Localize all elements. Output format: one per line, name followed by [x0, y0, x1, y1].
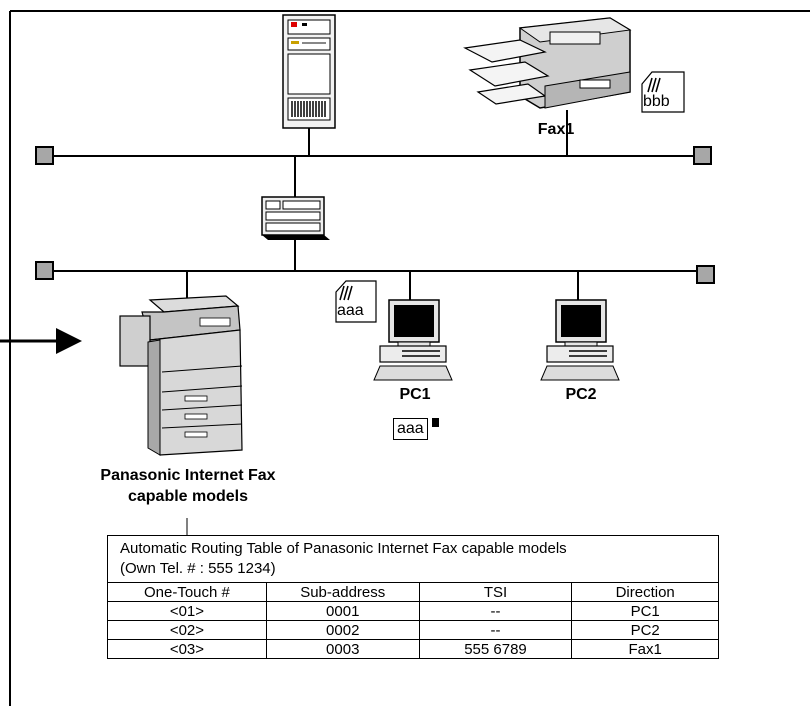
- cell-tsi: --: [418, 620, 573, 640]
- lower-right-terminator: [696, 265, 715, 284]
- header-direction: Direction: [571, 582, 719, 602]
- document-bbb-icon: [641, 71, 685, 113]
- cell-direction: PC2: [571, 620, 719, 640]
- document-aaa-tag: aaa: [337, 302, 364, 319]
- routing-table-own-tel: (Own Tel. # : 555 1234): [120, 560, 276, 577]
- document-bbb-tag: bbb: [643, 93, 670, 110]
- cell-sub-address: 0001: [265, 601, 420, 621]
- cell-one-touch: <03>: [107, 639, 267, 659]
- header-sub-address: Sub-address: [265, 582, 420, 602]
- document-received-marker: [432, 418, 439, 427]
- cell-tsi: 555 6789: [418, 639, 573, 659]
- table-row: <01> 0001 -- PC1: [107, 601, 719, 621]
- upper-left-terminator: [35, 146, 54, 165]
- cell-direction: Fax1: [571, 639, 719, 659]
- fax1-machine-icon: [463, 17, 632, 109]
- upper-right-terminator: [693, 146, 712, 165]
- cell-direction: PC1: [571, 601, 719, 621]
- panasonic-label-line2: capable models: [127, 488, 249, 505]
- router-icon: [261, 196, 330, 240]
- cell-sub-address: 0003: [265, 639, 420, 659]
- cell-one-touch: <02>: [107, 620, 267, 640]
- cell-tsi: --: [418, 601, 573, 621]
- cell-sub-address: 0002: [265, 620, 420, 640]
- routing-table-header-row: One-Touch # Sub-address TSI Direction: [107, 582, 719, 602]
- cell-one-touch: <01>: [107, 601, 267, 621]
- panasonic-mfp-icon: [119, 295, 243, 456]
- lower-left-terminator: [35, 261, 54, 280]
- document-aaa-received-tag: aaa: [393, 418, 428, 440]
- pc1-label: PC1: [399, 386, 431, 403]
- panasonic-models-label: Panasonic Internet Fax capable models: [72, 465, 304, 507]
- document-aaa-icon: [335, 280, 377, 323]
- table-row: <02> 0002 -- PC2: [107, 620, 719, 640]
- fax1-label: Fax1: [537, 121, 575, 138]
- pc2-computer-icon: [540, 299, 620, 381]
- table-row: <03> 0003 555 6789 Fax1: [107, 639, 719, 659]
- pc1-computer-icon: [373, 299, 453, 381]
- pc2-label: PC2: [565, 386, 597, 403]
- panasonic-label-line1: Panasonic Internet Fax: [100, 467, 276, 484]
- header-tsi: TSI: [418, 582, 573, 602]
- server-icon: [282, 14, 336, 129]
- routing-table-caption-row: Automatic Routing Table of Panasonic Int…: [107, 535, 719, 583]
- routing-table: Automatic Routing Table of Panasonic Int…: [107, 535, 719, 659]
- header-one-touch: One-Touch #: [107, 582, 267, 602]
- routing-table-caption: Automatic Routing Table of Panasonic Int…: [107, 535, 719, 583]
- incoming-arrow-icon: [0, 328, 82, 354]
- routing-table-title: Automatic Routing Table of Panasonic Int…: [120, 540, 567, 557]
